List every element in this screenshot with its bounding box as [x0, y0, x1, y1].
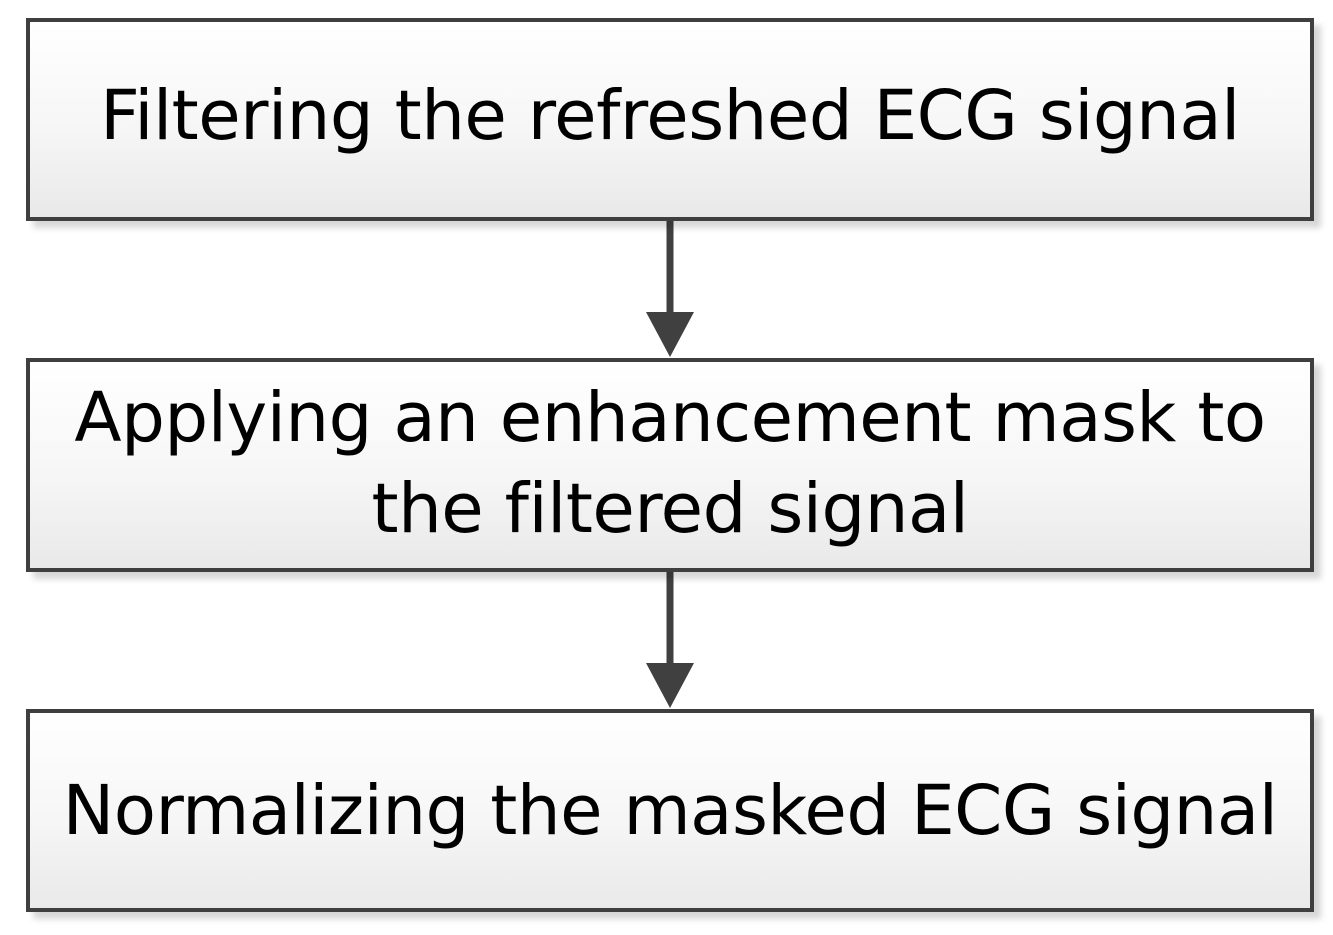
arrow-step1-to-step2 — [646, 221, 694, 357]
step-2-box: Applying an enhancement mask to the filt… — [26, 358, 1314, 572]
step-1-box: Filtering the refreshed ECG signal — [26, 18, 1314, 221]
step-2-label: Applying an enhancement mask to the filt… — [74, 377, 1266, 549]
step-3-label: Normalizing the masked ECG signal — [62, 770, 1278, 851]
arrow-step2-to-step3 — [646, 572, 694, 708]
step-3-box: Normalizing the masked ECG signal — [26, 709, 1314, 912]
step-1-label: Filtering the refreshed ECG signal — [100, 75, 1240, 156]
